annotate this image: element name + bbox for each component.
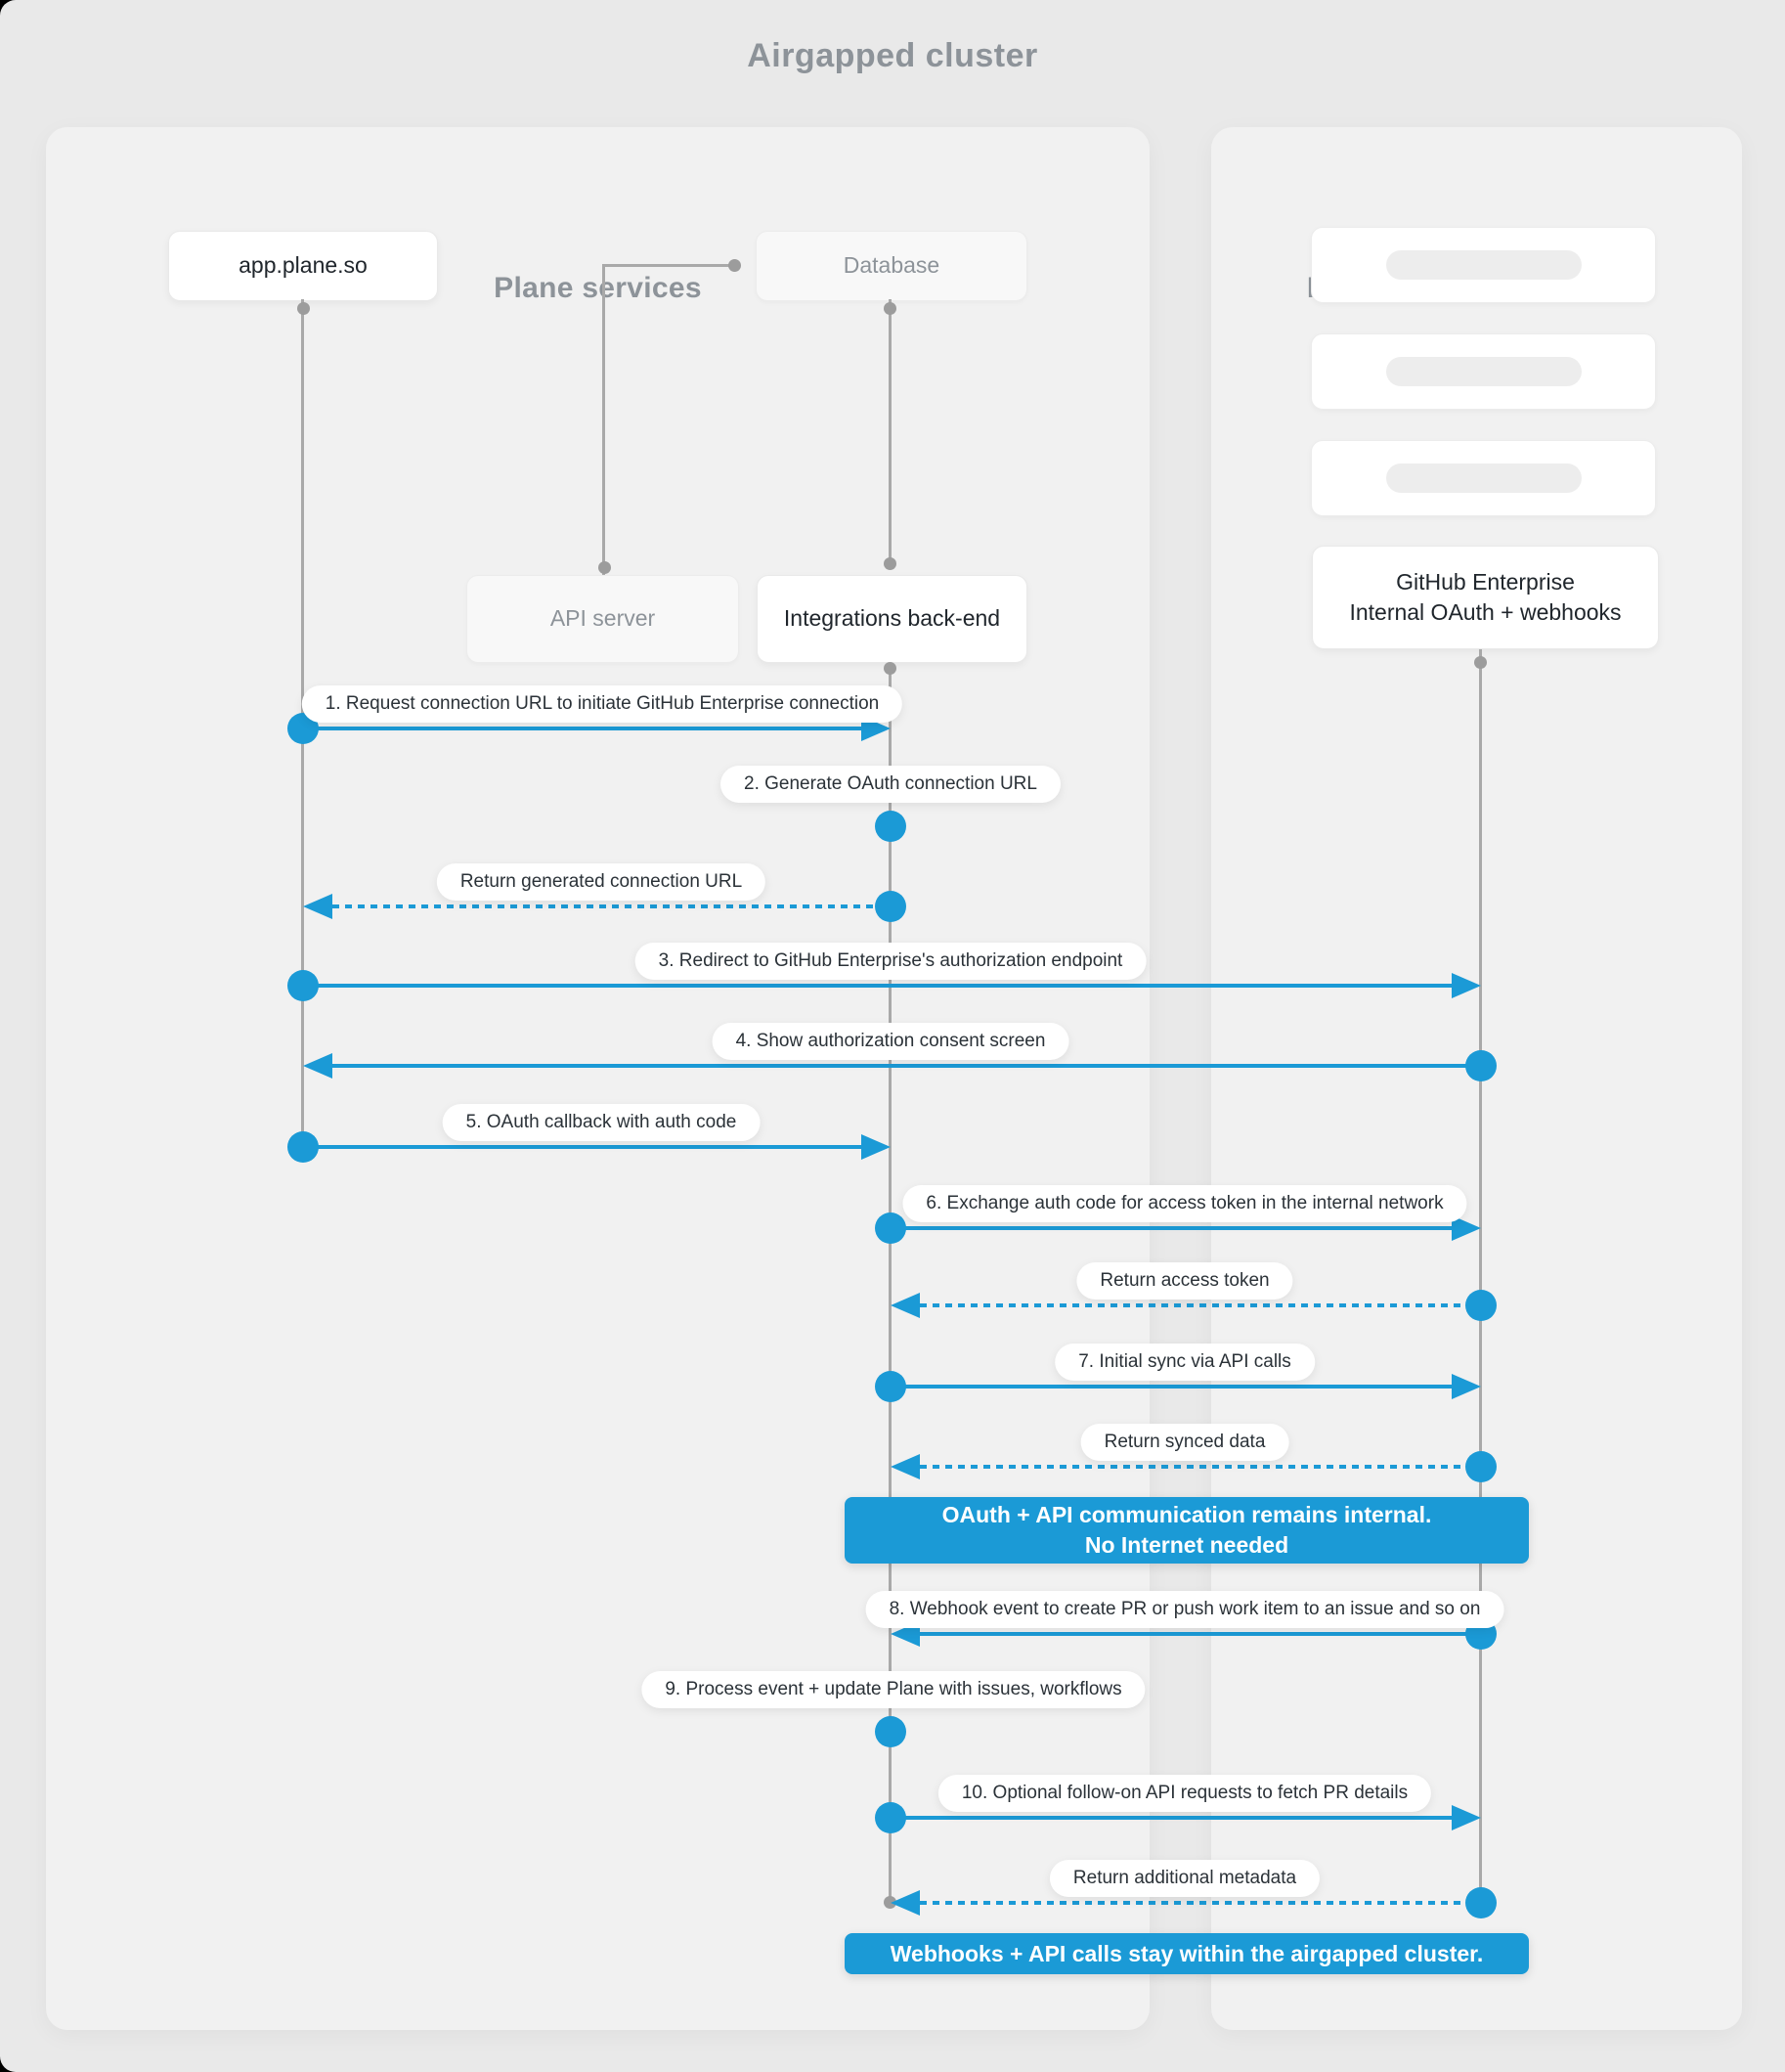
banner-1-line-2: No Internet needed xyxy=(1084,1532,1289,1558)
panel-plane-services: Plane services xyxy=(46,127,1150,2030)
connector-apiserver-database-horizontal xyxy=(602,264,735,267)
actor-database-label: Database xyxy=(843,252,940,279)
message-label-9: 7. Initial sync via API calls xyxy=(1055,1344,1315,1381)
message-origin-dot-8 xyxy=(1465,1290,1497,1321)
arrowhead-right-6 xyxy=(861,1134,891,1160)
message-label-13: 10. Optional follow-on API requests to f… xyxy=(937,1775,1432,1812)
internal-app-placeholder-3 xyxy=(1311,440,1656,516)
message-arrow-3 xyxy=(332,904,891,908)
connector-dot-apiserver-top xyxy=(598,561,611,574)
actor-app-label: app.plane.so xyxy=(239,252,368,279)
message-origin-dot-10 xyxy=(1465,1451,1497,1482)
connector-dot-github-top xyxy=(1474,656,1487,669)
internal-app-placeholder-2 xyxy=(1311,333,1656,410)
arrowhead-right-9 xyxy=(1452,1374,1481,1399)
message-arrow-5 xyxy=(332,1064,1481,1068)
actor-github-enterprise: GitHub Enterprise Internal OAuth + webho… xyxy=(1312,546,1659,649)
message-label-1: 1. Request connection URL to initiate Gi… xyxy=(301,685,903,723)
message-arrow-9 xyxy=(891,1385,1452,1389)
message-label-14: Return additional metadata xyxy=(1049,1860,1321,1897)
actor-github-label-line2: Internal OAuth + webhooks xyxy=(1349,599,1622,625)
message-arrow-10 xyxy=(920,1465,1481,1469)
message-label-12: 9. Process event + update Plane with iss… xyxy=(641,1671,1146,1708)
message-label-10: Return synced data xyxy=(1080,1424,1289,1461)
panel-plane-header: Plane services xyxy=(494,272,702,304)
message-origin-dot-2 xyxy=(875,811,906,842)
message-origin-dot-5 xyxy=(1465,1050,1497,1081)
message-label-2: 2. Generate OAuth connection URL xyxy=(720,766,1061,803)
message-origin-dot-7 xyxy=(875,1212,906,1244)
actor-app-plane-so: app.plane.so xyxy=(168,231,438,301)
arrowhead-left-5 xyxy=(303,1053,332,1079)
connector-dot-app-top xyxy=(297,302,310,315)
message-label-6: 5. OAuth callback with auth code xyxy=(442,1104,761,1141)
actor-api-server-label: API server xyxy=(549,605,656,632)
arrowhead-left-10 xyxy=(891,1454,920,1479)
arrowhead-right-13 xyxy=(1452,1805,1481,1830)
lifeline-integrations xyxy=(889,663,892,1903)
message-label-8: Return access token xyxy=(1076,1262,1293,1300)
message-label-7: 6. Exchange auth code for access token i… xyxy=(902,1185,1467,1222)
message-arrow-4 xyxy=(303,984,1452,988)
placeholder-bar xyxy=(1385,463,1582,493)
arrowhead-left-8 xyxy=(891,1293,920,1318)
lifeline-database xyxy=(889,299,892,563)
actor-integrations-backend: Integrations back-end xyxy=(757,575,1027,663)
message-origin-dot-12 xyxy=(875,1716,906,1747)
internal-app-placeholder-1 xyxy=(1311,227,1656,303)
connector-dot-integrations-top xyxy=(884,662,896,675)
connector-dot-db-top xyxy=(884,302,896,315)
message-label-5: 4. Show authorization consent screen xyxy=(712,1023,1069,1060)
message-origin-dot-14 xyxy=(1465,1887,1497,1918)
connector-apiserver-database-vertical xyxy=(602,265,605,575)
message-origin-dot-3 xyxy=(875,891,906,922)
message-arrow-11 xyxy=(920,1632,1481,1636)
arrowhead-right-4 xyxy=(1452,973,1481,998)
note-banner-airgapped-cluster: Webhooks + API calls stay within the air… xyxy=(845,1933,1529,1974)
actor-api-server: API server xyxy=(466,575,739,663)
placeholder-bar xyxy=(1385,250,1582,280)
message-arrow-14 xyxy=(920,1901,1481,1905)
message-origin-dot-6 xyxy=(287,1131,319,1163)
placeholder-bar xyxy=(1385,357,1582,386)
message-origin-dot-4 xyxy=(287,970,319,1001)
lifeline-github xyxy=(1479,649,1482,1903)
message-label-11: 8. Webhook event to create PR or push wo… xyxy=(865,1591,1504,1628)
connector-dot-db-bottom xyxy=(884,557,896,570)
banner-1-line-1: OAuth + API communication remains intern… xyxy=(941,1502,1432,1527)
message-origin-dot-9 xyxy=(875,1371,906,1402)
message-arrow-7 xyxy=(891,1226,1452,1230)
note-banner-internal-communication: OAuth + API communication remains intern… xyxy=(845,1497,1529,1564)
message-origin-dot-13 xyxy=(875,1802,906,1833)
message-arrow-1 xyxy=(303,727,861,730)
banner-2-line-1: Webhooks + API calls stay within the air… xyxy=(890,1940,1484,1966)
arrowhead-left-14 xyxy=(891,1890,920,1916)
actor-database: Database xyxy=(756,231,1027,301)
connector-dot-elbow-end xyxy=(728,259,741,272)
actor-integrations-label: Integrations back-end xyxy=(783,605,1001,632)
message-label-4: 3. Redirect to GitHub Enterprise's autho… xyxy=(634,943,1147,980)
actor-github-label-line1: GitHub Enterprise xyxy=(1396,568,1575,595)
message-label-3: Return generated connection URL xyxy=(436,863,766,901)
message-arrow-6 xyxy=(303,1145,861,1149)
arrowhead-left-3 xyxy=(303,894,332,919)
diagram-title: Airgapped cluster xyxy=(747,37,1038,74)
message-arrow-8 xyxy=(920,1303,1481,1307)
message-arrow-13 xyxy=(891,1816,1452,1820)
